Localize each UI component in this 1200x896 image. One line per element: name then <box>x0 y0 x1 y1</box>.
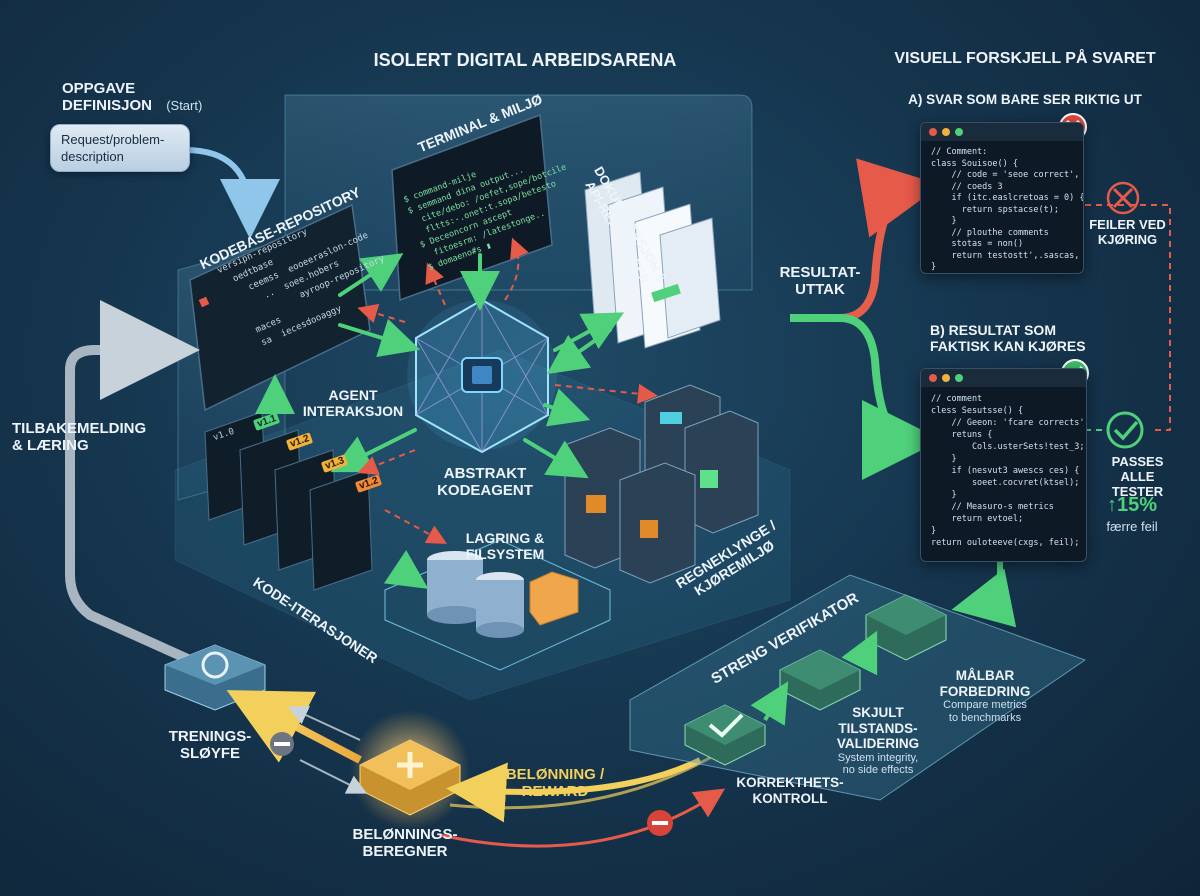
verifier-step2-line2: TILSTANDS- <box>838 720 918 736</box>
metric-label: færre feil <box>1106 519 1158 534</box>
verifier-step3-desc1: Compare metrics <box>943 699 1027 712</box>
agent-label: ABSTRAKT KODEAGENT <box>425 465 545 500</box>
feedback-label-line1: TILBAKEMELDING <box>12 420 147 437</box>
fail-dashed-link <box>1085 204 1171 431</box>
task-start-label: (Start) <box>166 98 203 114</box>
answer-b-title-line2: FAKTISK KAN KJØRES <box>930 338 1086 355</box>
result-arrow-b <box>790 314 942 480</box>
answer-a-title: A) SVAR SOM BARE SER RIKTIG UT <box>908 92 1142 107</box>
task-title: OPPGAVE DEFINISJON (Start) <box>62 80 202 115</box>
minus-badge-gray <box>270 732 294 756</box>
answer-a-code: // Comment: class Souisoe() { // code = … <box>931 147 1083 272</box>
reward-flow-to-training <box>226 690 362 764</box>
verifier-step2-line1: SKJULT <box>852 705 904 720</box>
answer-a-verdict-line2: KJØRING <box>1097 231 1158 247</box>
verifier-platform <box>629 574 1087 801</box>
verifier-step2-desc2: no side effects <box>842 764 914 777</box>
task-description-line1: Request/problem- <box>61 132 165 147</box>
task-description-line2: description <box>61 149 124 164</box>
agent-arrows <box>255 253 625 589</box>
task-title-line2: DEFINISJON <box>62 97 153 115</box>
reward-flow-to-verifier <box>449 753 716 810</box>
verifier-step2-desc1: System integrity, <box>837 751 919 764</box>
reward-label-line1: BELØNNING / <box>505 766 605 783</box>
feedback-loop-arrow <box>65 300 200 665</box>
verifier-step1-line2: KONTROLL <box>752 790 828 806</box>
task-title-line1: OPPGAVE <box>62 80 136 97</box>
documents-stack <box>584 171 721 349</box>
training-label-line1: TRENINGS- <box>168 728 252 745</box>
gray-back-arrow-1 <box>287 705 361 741</box>
result-label: RESULTAT- UTTAK <box>770 264 870 299</box>
storage-label-line1: LAGRING & <box>465 530 545 546</box>
answer-a-verdict-line1: FEILER VED <box>1089 217 1166 232</box>
repository-panel <box>189 203 371 412</box>
arena-title: ISOLERT DIGITAL ARBEIDSARENA <box>373 50 677 70</box>
result-label-line1: RESULTAT- <box>779 264 861 281</box>
penalty-arrow <box>439 788 726 848</box>
verifier-step2-label: SKJULT TILSTANDS- VALIDERING System inte… <box>818 705 938 777</box>
verifier-step1-label: KORREKTHETS- KONTROLL <box>725 775 855 806</box>
metric-value: ↑15% <box>1106 494 1158 516</box>
minus-badge-red <box>647 810 673 836</box>
agent-crystal <box>407 298 557 454</box>
task-description-box: Request/problem- description <box>50 124 190 172</box>
agent-interaction-line2: INTERAKSJON <box>302 403 404 420</box>
answer-b-card: // comment cless Sesutsse() { // Geeon: … <box>920 368 1087 562</box>
verifier-step3-desc2: to benchmarks <box>948 711 1022 724</box>
pass-check-icon <box>1106 411 1144 449</box>
version-cards <box>204 411 373 591</box>
result-label-line2: UTTAK <box>795 281 845 299</box>
answer-a-card: // Comment: class Souisoe() { // code = … <box>920 122 1084 274</box>
verifier-step2-line3: VALIDERING <box>836 736 920 752</box>
verifier-step3-line1: MÅLBAR <box>955 668 1015 683</box>
verifier-step1-line1: KORREKTHETS- <box>736 775 844 790</box>
agent-dashed-arrows <box>357 237 658 544</box>
reward-calculator <box>350 710 470 830</box>
result-arrow-a <box>790 158 942 322</box>
feedback-label-line2: & LÆRING <box>12 437 89 455</box>
storage-label-line2: FILSYSTEM <box>465 546 545 563</box>
start-arrow <box>184 147 280 239</box>
answer-b-verdict-line2: ALLE TESTER <box>1111 468 1164 499</box>
reward-calc-line1: BELØNNINGS- <box>352 826 458 843</box>
answer-b-verdict-line1: PASSES <box>1111 454 1164 469</box>
agent-interaction-label: AGENT INTERAKSJON <box>298 387 408 419</box>
storage-label: LAGRING & FILSYSTEM <box>450 530 560 562</box>
training-label: TRENINGS- SLØYFE <box>150 728 270 763</box>
answer-b-title: B) RESULTAT SOM FAKTISK KAN KJØRES <box>930 322 1130 354</box>
answer-to-verifier-arrow <box>951 560 1017 628</box>
agent-interaction-line1: AGENT <box>328 387 378 403</box>
verifier-step3-line2: FORBEDRING <box>939 683 1031 699</box>
reward-calc-line2: BEREGNER <box>362 843 448 861</box>
answer-b-title-line1: B) RESULTAT SOM <box>930 322 1056 338</box>
fail-x-icon <box>1106 181 1140 215</box>
reward-label: BELØNNING / REWARD <box>490 766 620 801</box>
comparison-title: VISUELL FORSKJELL PÅ SVARET <box>894 50 1156 67</box>
training-label-line2: SLØYFE <box>179 745 240 763</box>
agent-label-line2: KODEAGENT <box>437 482 533 500</box>
reward-label-line2: REWARD <box>521 783 589 801</box>
answer-a-verdict: FEILER VED KJØRING <box>1085 217 1170 248</box>
feedback-label: TILBAKEMELDING & LÆRING <box>12 420 152 455</box>
reward-flow-from-verifier <box>446 757 702 823</box>
answer-b-verdict: PASSES ALLE TESTER <box>1095 454 1180 500</box>
server-cluster <box>564 384 759 584</box>
verifier-step3-label: MÅLBAR FORBEDRING Compare metrics to ben… <box>925 668 1045 724</box>
gray-back-arrow-2 <box>299 759 368 794</box>
storage-platform <box>384 539 611 671</box>
answer-b-code: // comment cless Sesutsse() { // Geeon: … <box>931 394 1087 548</box>
reward-calc-label: BELØNNINGS- BEREGNER <box>330 826 480 861</box>
agent-label-line1: ABSTRAKT <box>443 465 527 482</box>
